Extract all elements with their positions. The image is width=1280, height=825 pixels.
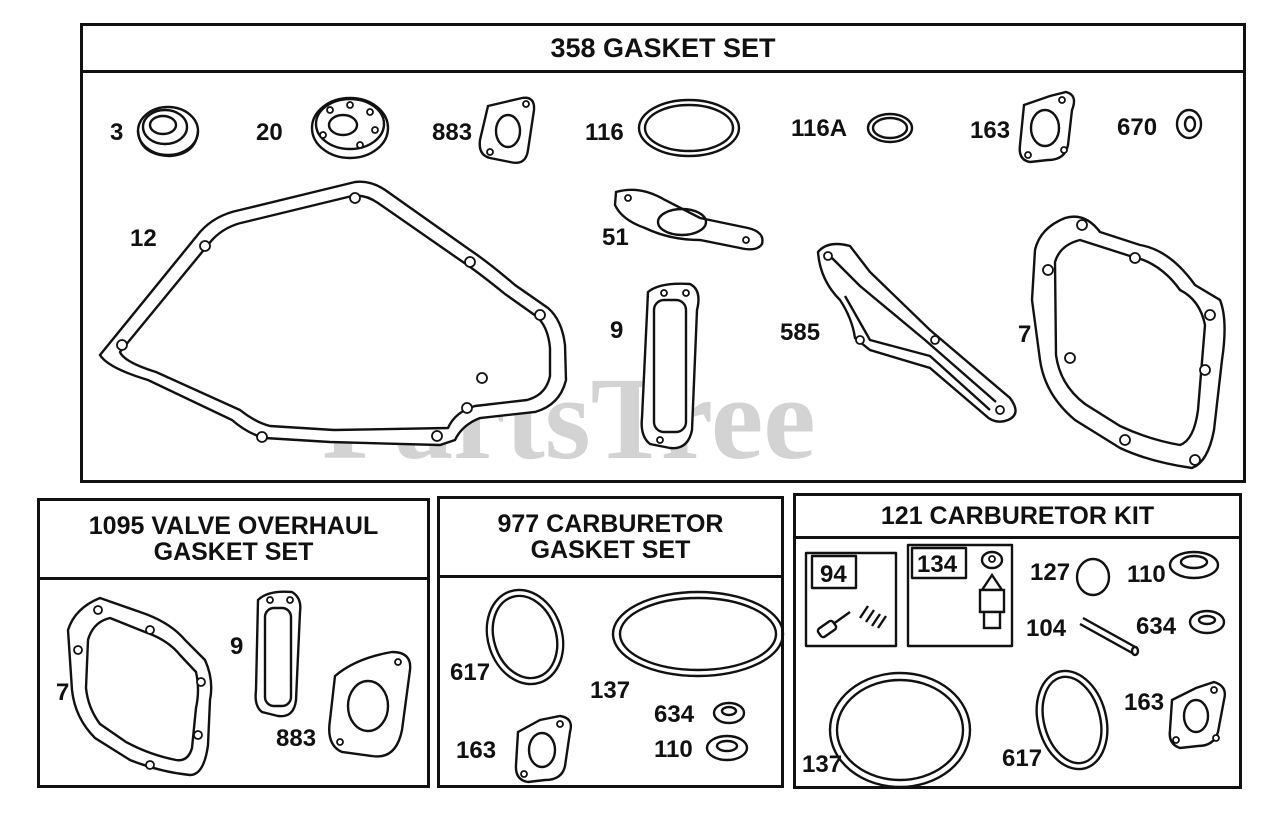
label-137: 137	[590, 677, 630, 704]
label-9: 9	[230, 633, 243, 660]
part-116a-o-ring	[866, 112, 914, 144]
label-7: 7	[56, 679, 69, 706]
part-883-intake-gasket-valve	[328, 650, 412, 758]
panel-title: 977 CARBURETOR GASKET SET	[440, 499, 781, 578]
label-137: 137	[802, 751, 842, 778]
label-7: 7	[1018, 321, 1031, 348]
panel-carburetor-kit: 121 CARBURETOR KIT	[793, 493, 1242, 789]
part-670-washer	[1175, 108, 1203, 140]
part-137-o-ring	[611, 590, 785, 678]
label-163: 163	[1124, 689, 1164, 716]
label-883: 883	[276, 725, 316, 752]
label-617: 617	[1002, 745, 1042, 772]
part-20-seal-ring	[310, 96, 390, 160]
part-585-gasket	[816, 242, 1017, 423]
label-163: 163	[456, 737, 496, 764]
panel-title: 1095 VALVE OVERHAUL GASKET SET	[40, 501, 427, 580]
label-12: 12	[130, 225, 157, 252]
panel-title-text: 1095 VALVE OVERHAUL GASKET SET	[88, 511, 379, 566]
label-3: 3	[110, 119, 123, 146]
label-670: 670	[1117, 114, 1157, 141]
panel-title: 121 CARBURETOR KIT	[796, 496, 1239, 539]
part-110-washer	[705, 734, 749, 762]
part-883-intake-gasket	[478, 96, 536, 164]
box-134-tag	[910, 546, 968, 580]
box-94	[804, 551, 898, 648]
panel-title-text: 977 CARBURETOR GASKET SET	[497, 509, 724, 564]
label-163: 163	[970, 117, 1010, 144]
part-134-needle-valve	[978, 550, 1006, 630]
part-116-o-ring	[637, 98, 741, 158]
label-634: 634	[654, 701, 695, 728]
label-110: 110	[1127, 561, 1166, 588]
part-163-gasket-kit	[1168, 680, 1227, 750]
box-134	[906, 543, 1014, 648]
label-585: 585	[780, 319, 820, 346]
label-134: 134	[917, 551, 958, 578]
label-116a: 116A	[791, 115, 847, 142]
part-137-o-ring-kit	[828, 671, 972, 789]
part-12-crankcase-gasket	[98, 180, 568, 447]
part-163-gasket-carb	[514, 714, 573, 784]
part-617-o-ring-kit	[1035, 669, 1109, 771]
part-163-gasket	[1018, 90, 1076, 164]
label-127: 127	[1030, 559, 1070, 586]
part-94-screw-spring	[816, 605, 887, 639]
label-617: 617	[450, 659, 490, 686]
part-7-head-gasket-valve	[66, 596, 213, 777]
label-9: 9	[610, 317, 623, 344]
panel-title-text: 358 GASKET SET	[550, 32, 776, 63]
part-617-o-ring	[485, 588, 565, 686]
part-110-washer-kit	[1168, 550, 1220, 580]
label-94: 94	[820, 561, 847, 588]
label-20: 20	[256, 119, 283, 146]
label-110: 110	[654, 736, 693, 763]
part-104-pin	[1079, 616, 1140, 657]
panel-carburetor-gasket-set: 977 CARBURETOR GASKET SET	[437, 496, 784, 788]
label-104: 104	[1026, 615, 1067, 642]
panel-valve-overhaul-gasket-set: 1095 VALVE OVERHAUL GASKET SET	[37, 498, 430, 788]
part-9-breather-gasket-valve	[254, 590, 302, 718]
label-116: 116	[585, 119, 624, 146]
panel-title: 358 GASKET SET	[83, 26, 1243, 73]
label-51: 51	[602, 224, 629, 251]
part-3-oil-seal	[136, 105, 200, 158]
box-94-tag	[810, 554, 858, 590]
panel-title-text: 121 CARBURETOR KIT	[880, 501, 1155, 530]
part-51-exhaust-gasket	[613, 188, 764, 251]
part-634-washer	[712, 701, 746, 725]
panel-gasket-set-358: 358 GASKET SET	[80, 23, 1246, 483]
label-634: 634	[1136, 613, 1177, 640]
part-127-plug	[1075, 557, 1111, 597]
part-9-breather-gasket	[640, 282, 700, 450]
label-883: 883	[432, 119, 472, 146]
part-7-head-gasket	[1030, 215, 1226, 470]
part-634-washer-kit	[1188, 609, 1226, 635]
